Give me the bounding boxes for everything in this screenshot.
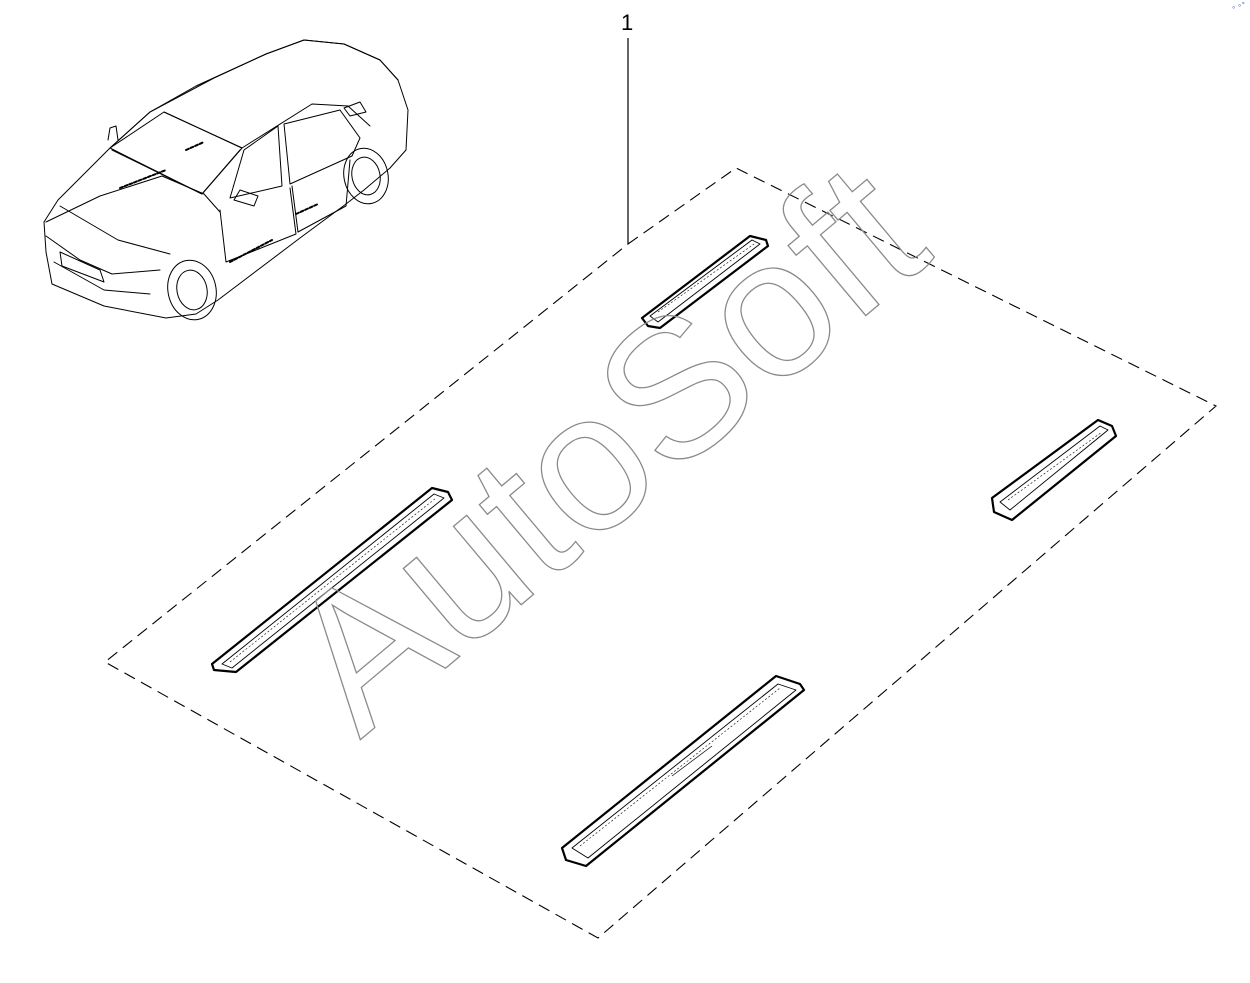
kit-boundary xyxy=(104,167,1217,939)
door-sill-plate-front-left xyxy=(210,486,454,674)
door-sill-plate-rear-left xyxy=(560,674,806,868)
door-sill-plate-rear-right xyxy=(990,418,1118,522)
door-sill-plate-front-right xyxy=(640,234,770,330)
car-illustration xyxy=(43,39,409,321)
watermark: AutoSoft xyxy=(246,121,963,772)
callout-label[interactable]: 1 xyxy=(621,10,633,35)
